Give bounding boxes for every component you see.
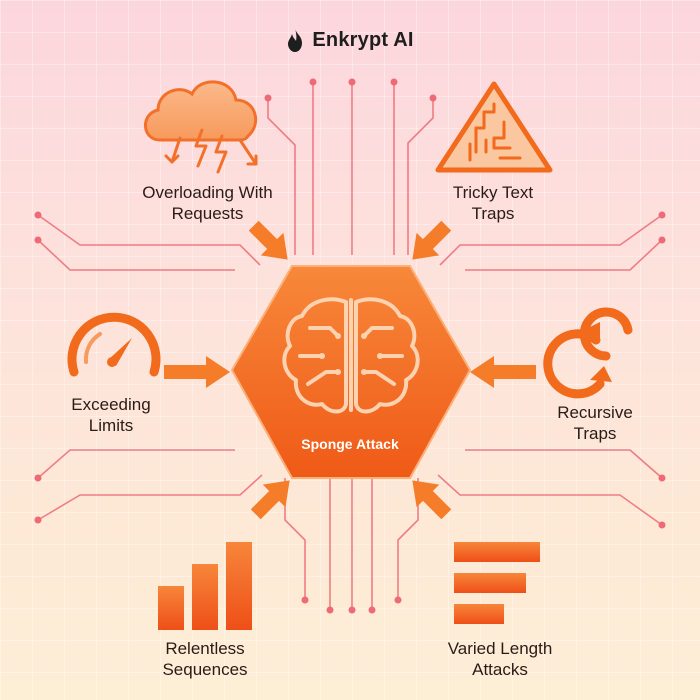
node-label-line: Traps bbox=[471, 204, 515, 223]
node-label-line: Recursive bbox=[557, 403, 633, 422]
node-label-line: Relentless bbox=[165, 639, 245, 658]
maze-warning-icon bbox=[435, 81, 553, 173]
center-label: Sponge Attack bbox=[301, 436, 399, 452]
node-label-relentless: Relentless Sequences bbox=[130, 638, 280, 680]
arrow-top-right bbox=[412, 220, 452, 260]
node-label-line: Limits bbox=[88, 416, 134, 435]
storm-cloud-icon bbox=[144, 80, 258, 174]
arrow-bottom-right bbox=[412, 480, 452, 520]
brand-name: Enkrypt AI bbox=[312, 28, 414, 51]
node-label-line: Varied Length bbox=[447, 639, 553, 658]
node-label-tricky-text: Tricky Text Traps bbox=[418, 182, 568, 224]
recursive-arrows-icon bbox=[543, 307, 633, 399]
node-label-overloading: Overloading With Requests bbox=[120, 182, 295, 224]
arrow-right bbox=[470, 356, 536, 388]
node-label-line: Requests bbox=[171, 204, 244, 223]
node-label-exceeding: Exceeding Limits bbox=[46, 394, 176, 436]
arrow-bottom-left bbox=[250, 480, 290, 520]
varied-bars-icon bbox=[454, 542, 540, 624]
bar-chart-icon bbox=[158, 542, 252, 630]
flame-logo-icon bbox=[288, 28, 303, 52]
arrow-left bbox=[164, 356, 230, 388]
node-label-line: Exceeding bbox=[71, 395, 151, 414]
brand-header: Enkrypt AI bbox=[0, 28, 700, 52]
node-label-varied-length: Varied Length Attacks bbox=[420, 638, 580, 680]
node-label-line: Attacks bbox=[472, 660, 528, 679]
node-label-line: Tricky Text bbox=[452, 183, 534, 202]
node-label-line: Traps bbox=[573, 424, 617, 443]
node-label-line: Sequences bbox=[162, 660, 248, 679]
arrow-top-left bbox=[248, 220, 288, 260]
node-label-line: Overloading With bbox=[142, 183, 273, 202]
speedometer-icon bbox=[67, 312, 161, 377]
node-label-recursive: Recursive Traps bbox=[530, 402, 660, 444]
brain-icon bbox=[282, 297, 420, 414]
